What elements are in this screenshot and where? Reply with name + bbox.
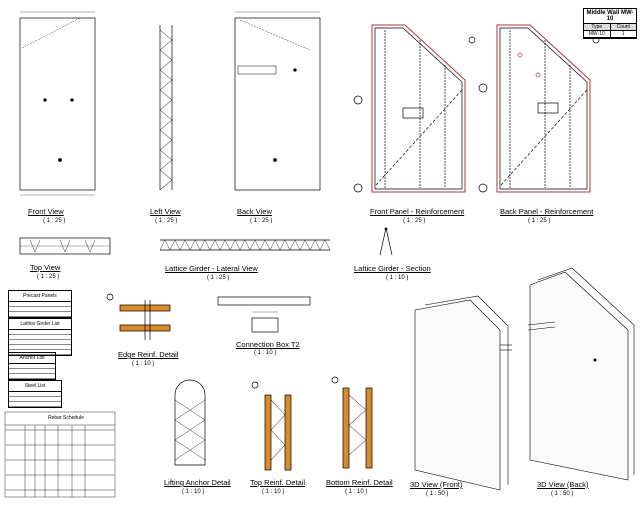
left-view-label: Left View: [150, 207, 181, 216]
3d-view-back-scale: ( 1 : 50 ): [551, 491, 574, 497]
3d-view-front-scale: ( 1 : 50 ): [426, 491, 449, 497]
front-view-label: Front View: [28, 207, 64, 216]
3d-view-front-drawing: [414, 295, 512, 491]
steel-list-table: Steel List: [8, 380, 62, 408]
back-view-scale: ( 1 : 25 ): [250, 218, 273, 224]
title-block-type: MW-10: [584, 31, 611, 38]
top-view-scale: ( 1 : 25 ): [37, 274, 60, 280]
left-view-drawing: [159, 25, 173, 191]
table-title: Steel List: [9, 381, 61, 392]
front-view-drawing: [19, 11, 96, 196]
lattice-girder-lateral-drawing: [159, 239, 331, 251]
front-panel-reinforcement-drawing: [353, 24, 476, 193]
lattice-girder-list-table: Lattice Girder List: [8, 318, 72, 356]
back-panel-reinforcement-label: Back Panel - Reinforcement: [500, 207, 594, 216]
lifting-anchor-detail-label: Lifting Anchor Detail: [164, 478, 231, 487]
title-block-title: Middle Wall MW-10: [584, 9, 636, 24]
top-reinf-detail-scale: ( 1 : 10 ): [262, 489, 285, 495]
edge-reinf-detail-drawing: [106, 293, 171, 340]
edge-reinf-detail-scale: ( 1 : 10 ): [132, 361, 155, 367]
table-title: Anchor List: [9, 353, 55, 364]
back-panel-reinforcement-scale: ( 1 : 25 ): [528, 218, 551, 224]
bottom-reinf-detail-drawing: [331, 376, 373, 469]
lattice-girder-lateral-label: Lattice Girder - Lateral View: [165, 264, 258, 273]
title-block-count: 1: [610, 31, 636, 38]
back-view-label: Back View: [237, 207, 272, 216]
lifting-anchor-detail-scale: ( 1 : 10 ): [182, 489, 205, 495]
lattice-girder-section-scale: ( 1 : 10 ): [386, 275, 409, 281]
3d-view-back-drawing: [527, 267, 635, 481]
3d-view-front-label: 3D View (Front): [410, 480, 463, 489]
lifting-anchor-drawing: [174, 379, 206, 466]
3d-view-back-label: 3D View (Back): [537, 480, 589, 489]
lattice-girder-lateral-scale: ( 1 : 25 ): [207, 275, 230, 281]
lattice-girder-section-label: Lattice Girder - Section: [354, 264, 431, 273]
bottom-reinf-detail-scale: ( 1 : 10 ): [345, 489, 368, 495]
connection-box-scale: ( 1 : 10 ): [254, 350, 277, 356]
title-block-count-header: Count: [610, 24, 636, 31]
rebar-schedule-grid: [4, 411, 116, 498]
top-reinf-detail-label: Top Reinf. Detail: [250, 478, 306, 487]
front-panel-reinforcement-scale: ( 1 : 25 ): [403, 218, 426, 224]
bottom-reinf-detail-label: Bottom Reinf. Detail: [326, 478, 393, 487]
lattice-girder-section-drawing: [379, 227, 393, 256]
title-block-type-header: Type: [584, 24, 611, 31]
front-panel-reinforcement-label: Front Panel - Reinforcement: [370, 207, 465, 216]
top-reinf-detail-drawing: [251, 381, 292, 471]
connection-box-drawing: [217, 296, 311, 333]
connection-box-label: Connection Box T2: [236, 340, 300, 349]
back-view-drawing: [234, 11, 321, 191]
back-panel-reinforcement-drawing: [478, 24, 600, 193]
table-title: Lattice Girder List: [9, 319, 71, 330]
front-view-scale: ( 1 : 25 ): [43, 218, 66, 224]
edge-reinf-detail-label: Edge Reinf. Detail: [118, 350, 179, 359]
table-title: Precast Panels: [9, 291, 71, 302]
rebar-schedule-title: Rebar Schedule: [48, 415, 84, 421]
precast-panels-table: Precast Panels: [8, 290, 72, 318]
left-view-scale: ( 1 : 25 ): [155, 218, 178, 224]
top-view-drawing: [19, 237, 111, 255]
top-view-label: Top View: [30, 263, 61, 272]
anchor-list-table: Anchor List: [8, 352, 56, 380]
